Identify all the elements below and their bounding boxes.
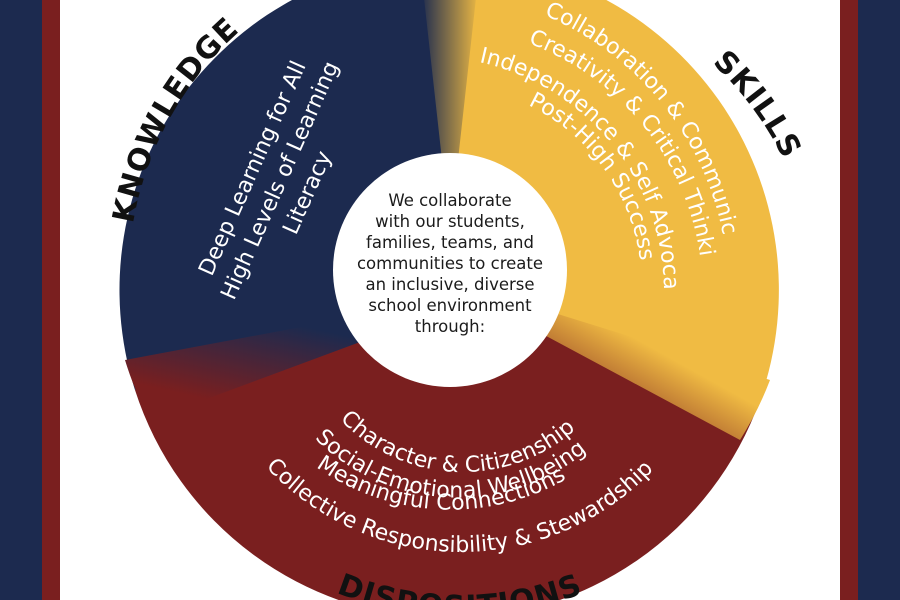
blend-dispositions-knowledge — [125, 310, 398, 420]
center-statement: We collaborate with our students, famili… — [340, 190, 560, 337]
center-line: We collaborate — [388, 191, 512, 210]
skills-sector — [450, 0, 779, 400]
navy-border-right — [858, 0, 900, 600]
blend-skills-dispositions — [535, 310, 770, 440]
red-border-right — [840, 0, 858, 600]
center-line: school environment — [368, 296, 532, 315]
center-line: communities to create — [356, 254, 544, 273]
center-line: families, teams, and — [366, 233, 534, 252]
red-border-left — [42, 0, 60, 600]
navy-border-left — [0, 0, 42, 600]
center-line: with our students, — [375, 212, 525, 231]
blend-knowledge-skills — [424, 0, 476, 160]
center-line: through: — [414, 317, 486, 336]
center-circle — [333, 153, 567, 387]
center-line: an inclusive, diverse — [365, 275, 535, 294]
dispositions-sector — [135, 320, 760, 600]
